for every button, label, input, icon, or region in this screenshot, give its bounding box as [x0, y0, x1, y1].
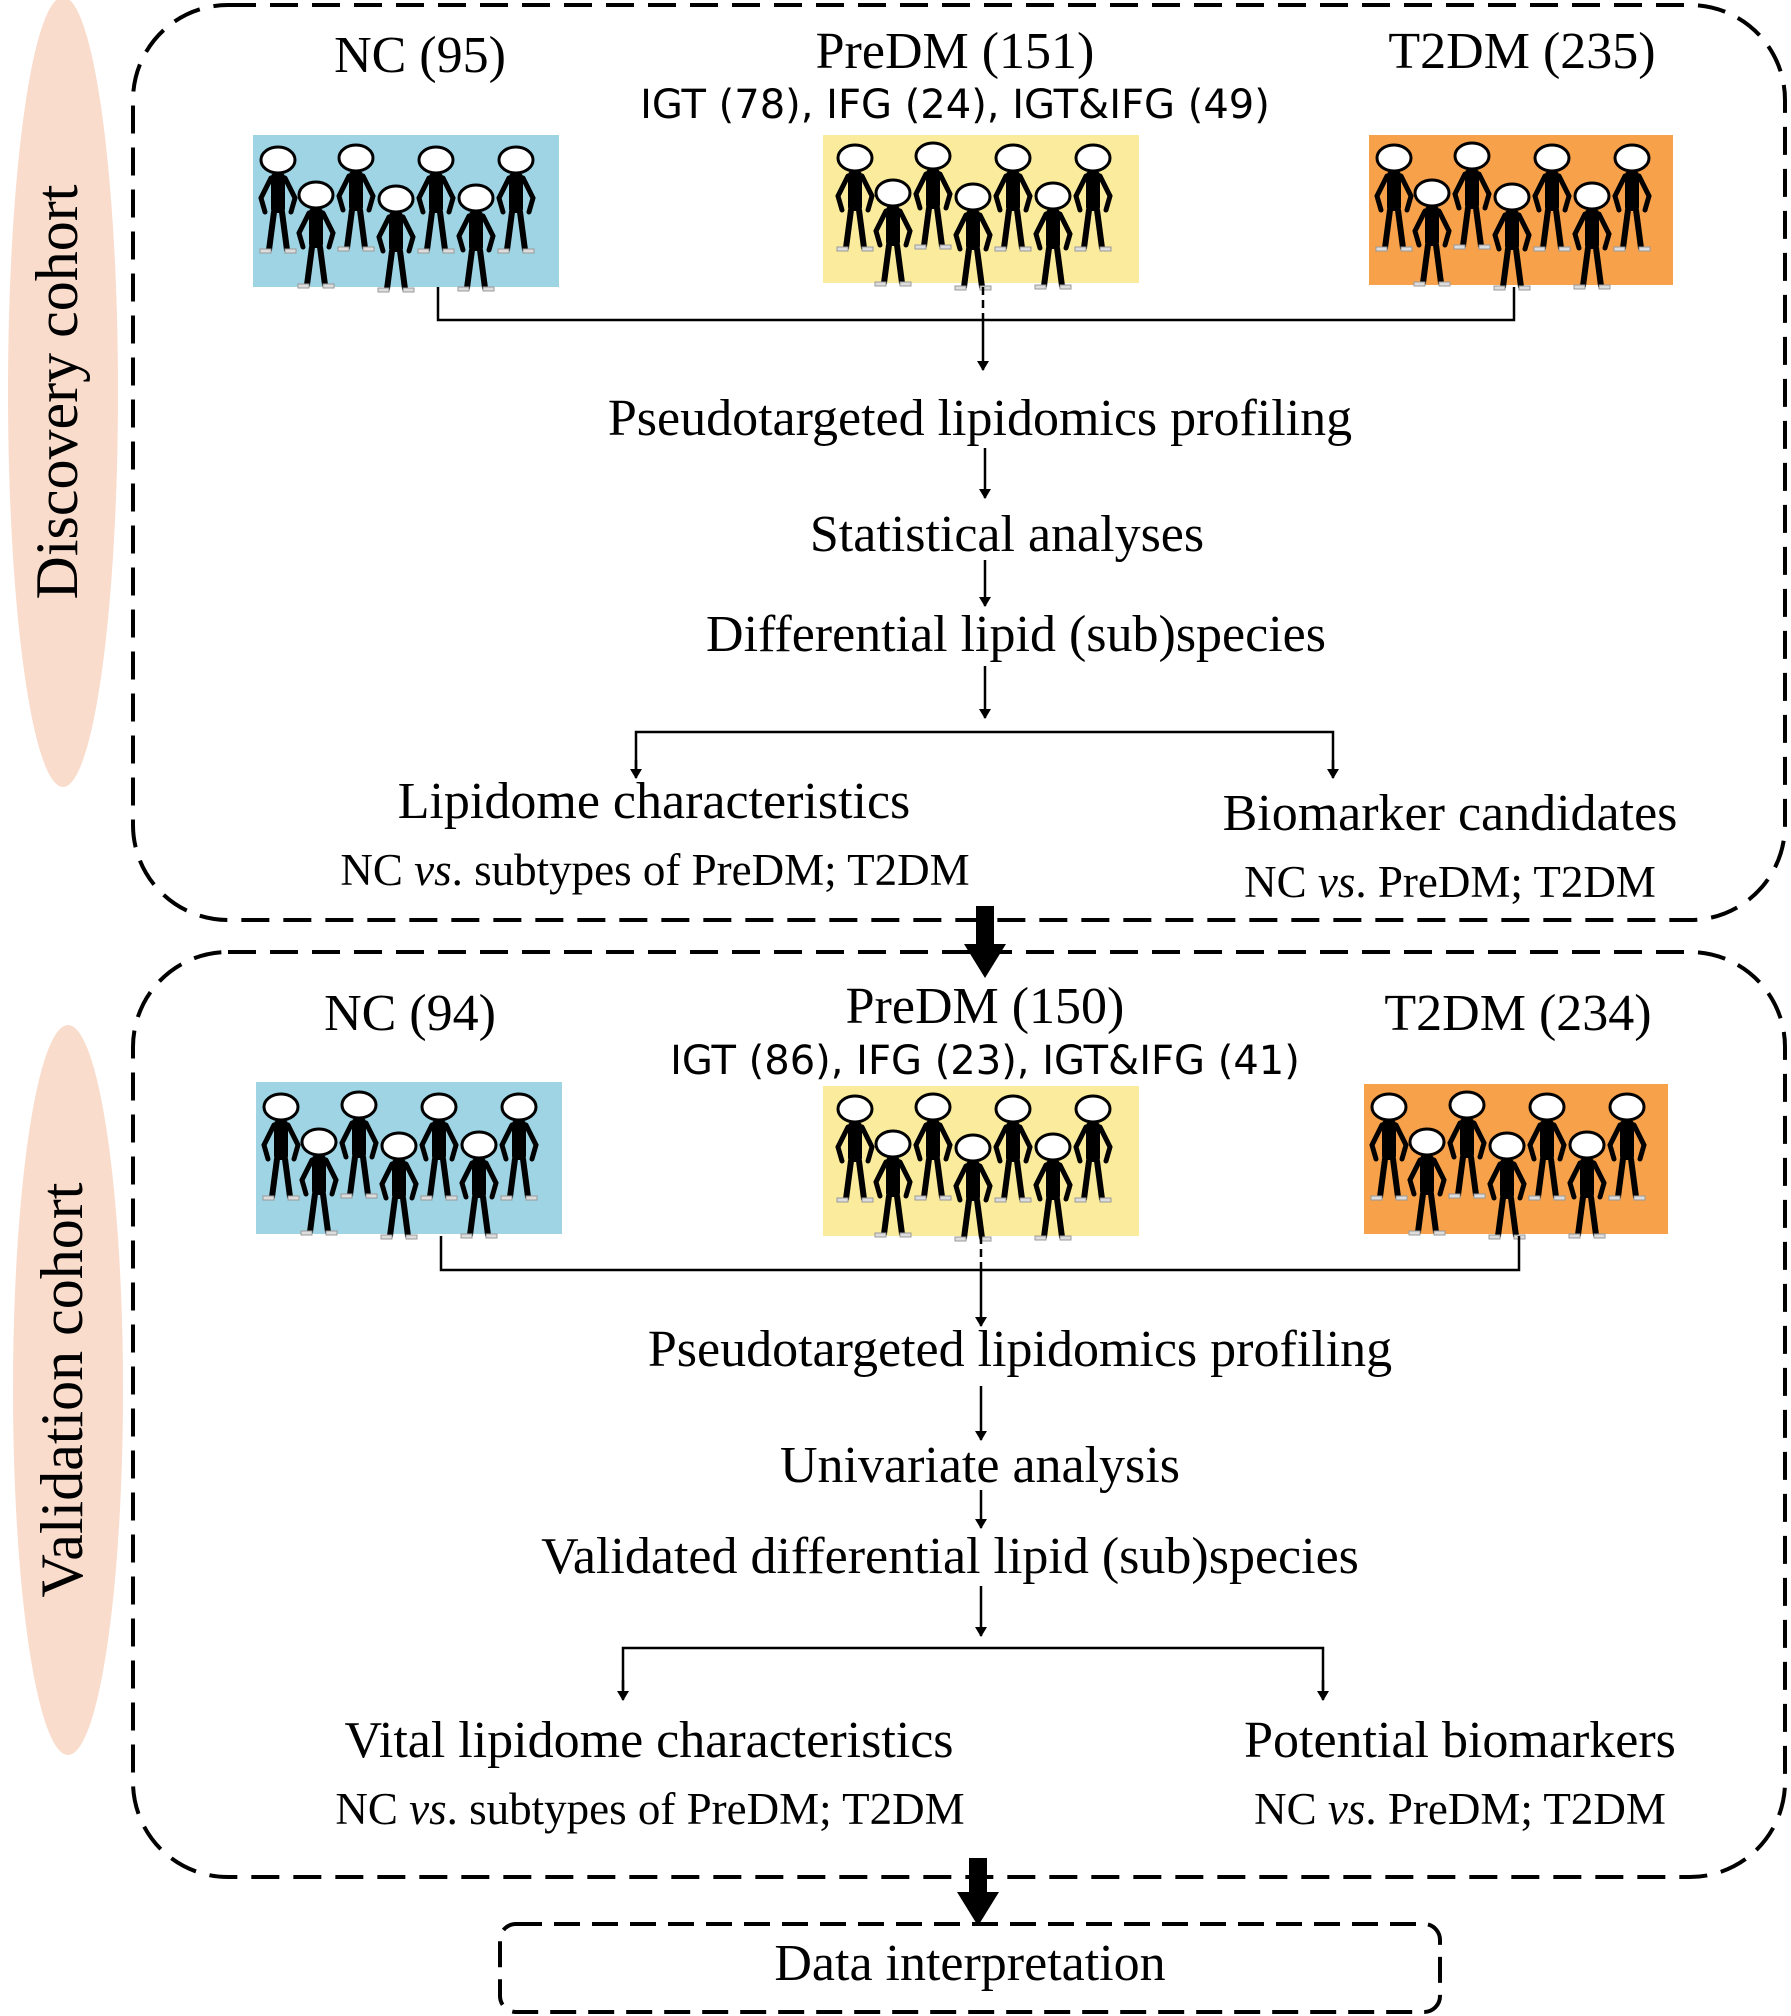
discovery-predm-title: PreDM (151)	[816, 23, 1095, 80]
discovery-cohort-label: Discovery cohort	[24, 184, 90, 599]
validation-step-profiling: Pseudotargeted lipidomics profiling	[648, 1321, 1392, 1378]
discovery-t2dm-title: T2DM (235)	[1388, 23, 1655, 80]
validation-merge-connector	[439, 1236, 1521, 1327]
discovery-merge-connector	[436, 287, 1516, 371]
validation-dashed-frame	[131, 950, 1787, 1879]
discovery-dashed-frame	[131, 3, 1787, 922]
validation-vital-comparison: NC vs. subtypes of PreDM; T2DM	[335, 1784, 964, 1834]
discovery-step-profiling: Pseudotargeted lipidomics profiling	[608, 390, 1352, 447]
discovery-nc-title: NC (95)	[334, 27, 506, 84]
cohort-transition-arrow	[964, 906, 1006, 978]
validation-step-univariate: Univariate analysis	[780, 1437, 1180, 1494]
validation-nc-title: NC (94)	[324, 985, 496, 1042]
validation-split-connector	[617, 1646, 1329, 1701]
discovery-lipidome-comparison: NC vs. subtypes of PreDM; T2DM	[340, 845, 969, 895]
discovery-lipidome-characteristics: Lipidome characteristics	[398, 773, 911, 830]
validation-t2dm-title: T2DM (234)	[1384, 985, 1651, 1042]
validation-biomarker-comparison: NC vs. PreDM; T2DM	[1254, 1784, 1666, 1834]
data-interpretation-label: Data interpretation	[774, 1935, 1165, 1992]
data-interpretation-box: Data interpretation	[498, 1922, 1442, 2014]
discovery-t2dm-group-image	[1369, 135, 1673, 290]
discovery-label-bg	[8, 0, 118, 787]
discovery-predm-group-image	[823, 135, 1139, 290]
validation-predm-group-image	[823, 1086, 1139, 1241]
discovery-split-connector	[630, 730, 1339, 779]
validation-predm-title: PreDM (150)	[846, 978, 1125, 1035]
validation-vital-characteristics: Vital lipidome characteristics	[344, 1712, 953, 1769]
validation-potential-biomarkers: Potential biomarkers	[1244, 1712, 1676, 1769]
validation-cohort: Validation cohort NC (94) PreDM (150) IG…	[13, 950, 1787, 1879]
validation-t2dm-group-image	[1364, 1084, 1668, 1239]
validation-nc-group-image	[256, 1082, 562, 1239]
discovery-nc-group-image	[253, 135, 559, 292]
discovery-step-statistics: Statistical analyses	[810, 506, 1204, 563]
discovery-predm-subgroups: IGT (78), IFG (24), IGT&IFG (49)	[640, 82, 1270, 128]
validation-cohort-label: Validation cohort	[29, 1182, 95, 1597]
discovery-step-differential: Differential lipid (sub)species	[706, 606, 1326, 663]
final-transition-arrow	[957, 1858, 999, 1926]
validation-step-validated: Validated differential lipid (sub)specie…	[541, 1528, 1359, 1585]
discovery-cohort: Discovery cohort NC (95) PreDM (151) IGT…	[8, 0, 1787, 922]
discovery-biomarker-candidates: Biomarker candidates	[1223, 785, 1678, 842]
validation-predm-subgroups: IGT (86), IFG (23), IGT&IFG (41)	[670, 1038, 1300, 1084]
discovery-biomarker-comparison: NC vs. PreDM; T2DM	[1244, 857, 1656, 907]
validation-label-bg	[13, 1025, 123, 1755]
